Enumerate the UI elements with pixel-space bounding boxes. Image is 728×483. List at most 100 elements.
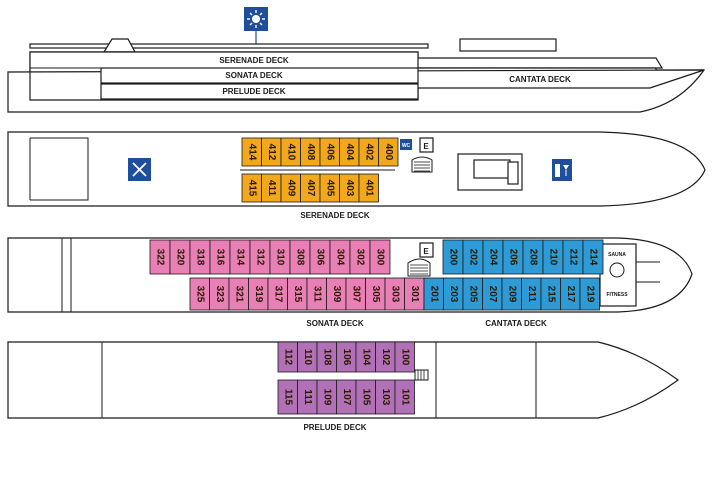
cabin-number: 321 xyxy=(233,286,244,303)
sonata-cabin-309[interactable]: 309 xyxy=(326,277,347,311)
cantata-cabin-204[interactable]: 204 xyxy=(482,239,504,275)
cabin-number: 322 xyxy=(155,249,166,266)
sonata-cabin-320[interactable]: 320 xyxy=(169,239,191,275)
prelude-cabin-111[interactable]: 111 xyxy=(297,379,318,415)
cantata-cabin-208[interactable]: 208 xyxy=(522,239,544,275)
cabin-number: 103 xyxy=(380,389,391,406)
cabin-number: 306 xyxy=(315,249,326,266)
cabin-number: 323 xyxy=(214,286,225,303)
serenade-cabin-400[interactable]: 400 xyxy=(378,137,399,167)
cantata-cabin-207[interactable]: 207 xyxy=(482,277,503,311)
cabin-number: 203 xyxy=(448,286,459,303)
sonata-cabin-304[interactable]: 304 xyxy=(329,239,351,275)
serenade-cabin-407[interactable]: 407 xyxy=(300,173,321,203)
cantata-cabin-219[interactable]: 219 xyxy=(579,277,600,311)
serenade-cabin-404[interactable]: 404 xyxy=(339,137,360,167)
prelude-cabin-102[interactable]: 102 xyxy=(375,341,396,373)
cabin-number: 212 xyxy=(568,249,579,266)
profile-serenade-label: SERENADE DECK xyxy=(219,56,289,65)
cantata-cabin-212[interactable]: 212 xyxy=(562,239,584,275)
serenade-cabin-412[interactable]: 412 xyxy=(261,137,282,167)
serenade-cabin-405[interactable]: 405 xyxy=(319,173,340,203)
cantata-cabin-203[interactable]: 203 xyxy=(443,277,464,311)
cabin-number: 402 xyxy=(363,144,374,161)
cantata-cabin-214[interactable]: 214 xyxy=(582,239,604,275)
sonata-cabin-312[interactable]: 312 xyxy=(249,239,271,275)
serenade-cabin-411[interactable]: 411 xyxy=(261,173,282,203)
prelude-cabin-109[interactable]: 109 xyxy=(316,379,337,415)
cabin-number: 316 xyxy=(215,249,226,266)
sonata-cabin-302[interactable]: 302 xyxy=(349,239,371,275)
prelude-cabin-100[interactable]: 100 xyxy=(394,341,415,373)
sonata-cabin-308[interactable]: 308 xyxy=(289,239,311,275)
serenade-cabin-415[interactable]: 415 xyxy=(241,173,262,203)
cantata-cabin-217[interactable]: 217 xyxy=(560,277,581,311)
ship-profile: SERENADE DECK SONATA DECK PRELUDE DECK C… xyxy=(7,7,706,113)
prelude-cabin-110[interactable]: 110 xyxy=(297,341,318,373)
prelude-cabin-115[interactable]: 115 xyxy=(277,379,298,415)
sonata-cabin-319[interactable]: 319 xyxy=(248,277,269,311)
cabin-number: 111 xyxy=(302,389,313,405)
sonata-cabin-300[interactable]: 300 xyxy=(369,239,391,275)
prelude-cabin-104[interactable]: 104 xyxy=(355,341,376,373)
cabin-number: 210 xyxy=(548,249,559,266)
sonata-cabin-314[interactable]: 314 xyxy=(229,239,251,275)
serenade-cabin-401[interactable]: 401 xyxy=(358,173,379,203)
bar-icon xyxy=(552,159,572,181)
sonata-cabin-317[interactable]: 317 xyxy=(267,277,288,311)
sonata-cabin-310[interactable]: 310 xyxy=(269,239,291,275)
cantata-cabin-201[interactable]: 201 xyxy=(423,277,444,311)
cabin-number: 315 xyxy=(292,286,303,303)
serenade-cabin-414[interactable]: 414 xyxy=(241,137,262,167)
sonata-cabin-301[interactable]: 301 xyxy=(404,277,425,311)
cabin-number: 214 xyxy=(588,249,599,266)
sonata-cabin-321[interactable]: 321 xyxy=(228,277,249,311)
sonata-staircase xyxy=(407,258,431,277)
prelude-cabin-101[interactable]: 101 xyxy=(394,379,415,415)
cantata-cabin-209[interactable]: 209 xyxy=(501,277,522,311)
cabin-number: 319 xyxy=(253,286,264,303)
cabin-number: 406 xyxy=(324,144,335,161)
prelude-cabin-108[interactable]: 108 xyxy=(316,341,337,373)
cabin-number: 414 xyxy=(246,144,257,161)
cantata-cabin-200[interactable]: 200 xyxy=(442,239,464,275)
cantata-cabin-202[interactable]: 202 xyxy=(462,239,484,275)
cabin-number: 208 xyxy=(528,249,539,266)
prelude-cabin-107[interactable]: 107 xyxy=(336,379,357,415)
serenade-deck-label: SERENADE DECK xyxy=(300,211,370,220)
cantata-cabin-206[interactable]: 206 xyxy=(502,239,524,275)
serenade-cabin-409[interactable]: 409 xyxy=(280,173,301,203)
serenade-cabin-406[interactable]: 406 xyxy=(319,137,340,167)
sonata-cabin-318[interactable]: 318 xyxy=(189,239,211,275)
serenade-cabin-403[interactable]: 403 xyxy=(339,173,360,203)
prelude-cabin-103[interactable]: 103 xyxy=(375,379,396,415)
cantata-cabin-210[interactable]: 210 xyxy=(542,239,564,275)
sonata-cabin-305[interactable]: 305 xyxy=(365,277,386,311)
cantata-cabin-211[interactable]: 211 xyxy=(521,277,542,311)
sonata-cabin-315[interactable]: 315 xyxy=(287,277,308,311)
cantata-cabin-215[interactable]: 215 xyxy=(540,277,561,311)
cabin-number: 202 xyxy=(468,249,479,266)
sonata-cabin-307[interactable]: 307 xyxy=(345,277,366,311)
sonata-cabin-322[interactable]: 322 xyxy=(149,239,171,275)
sonata-cabin-311[interactable]: 311 xyxy=(306,277,327,311)
prelude-cabin-112[interactable]: 112 xyxy=(277,341,298,373)
prelude-cabin-106[interactable]: 106 xyxy=(336,341,357,373)
serenade-cabin-408[interactable]: 408 xyxy=(300,137,321,167)
cabin-number: 101 xyxy=(399,389,410,406)
sonata-cabin-323[interactable]: 323 xyxy=(209,277,230,311)
sonata-cabin-316[interactable]: 316 xyxy=(209,239,231,275)
cabin-number: 318 xyxy=(195,249,206,266)
sonata-cabin-303[interactable]: 303 xyxy=(384,277,405,311)
prelude-cabin-105[interactable]: 105 xyxy=(355,379,376,415)
sauna-label: SAUNA xyxy=(608,252,626,258)
cantata-cabin-205[interactable]: 205 xyxy=(462,277,483,311)
serenade-cabin-410[interactable]: 410 xyxy=(280,137,301,167)
sonata-cabin-306[interactable]: 306 xyxy=(309,239,331,275)
cabin-number: 106 xyxy=(341,349,352,366)
serenade-cabin-402[interactable]: 402 xyxy=(358,137,379,167)
sonata-cabin-325[interactable]: 325 xyxy=(189,277,210,311)
